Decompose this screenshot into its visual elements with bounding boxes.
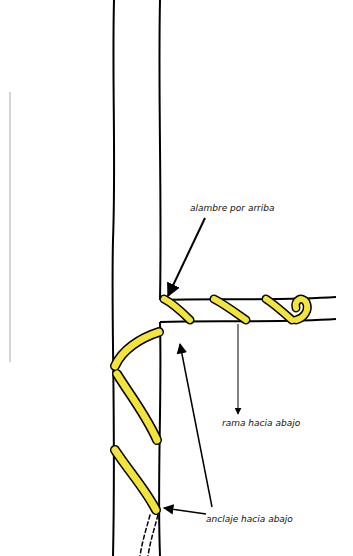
leader-arrow — [164, 508, 206, 514]
trunk-right-upper — [159, 0, 160, 300]
callout-label: anclaje hacia abajo — [206, 514, 293, 525]
wire-branch — [164, 299, 307, 320]
wire-trunk — [115, 332, 159, 556]
leader-arrow — [238, 324, 239, 414]
trunk-left — [113, 0, 115, 556]
leader-arrow — [168, 218, 205, 296]
callout-label: alambre por arriba — [190, 203, 275, 214]
margin-line — [10, 92, 11, 362]
callout-label: rama hacia abajo — [222, 418, 300, 429]
leader-arrow — [180, 344, 212, 507]
